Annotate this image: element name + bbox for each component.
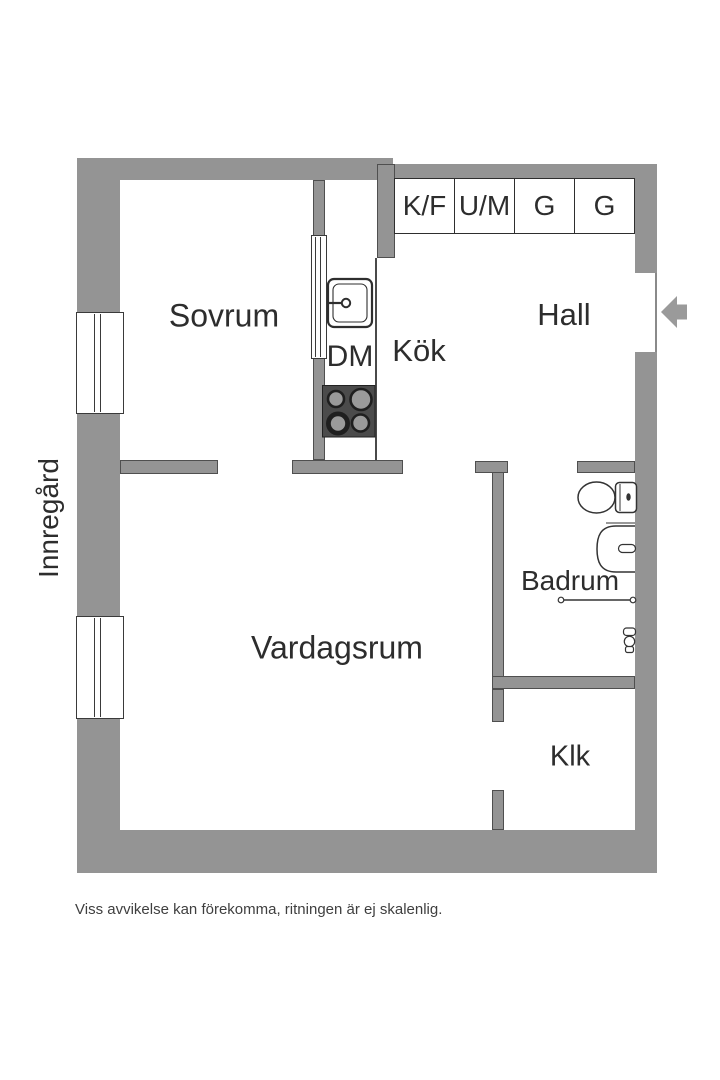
shower-mixer-icon xyxy=(622,627,637,654)
wall-badrum-klk xyxy=(492,676,635,689)
wall-right-lower xyxy=(635,352,657,873)
window-2 xyxy=(76,616,124,719)
wall-klk-stub-upper xyxy=(492,689,504,722)
closet-label: G xyxy=(533,190,556,221)
closet-cell-g1: G xyxy=(515,179,575,233)
stove-icon xyxy=(322,385,376,438)
entry-threshold-line xyxy=(655,273,657,352)
kitchen-sink-icon xyxy=(326,277,374,329)
wall-sovrum-kok-lower xyxy=(313,358,325,460)
wall-sovrum-vardagsrum-left xyxy=(120,460,218,474)
toilet-icon xyxy=(577,481,638,514)
window-1 xyxy=(76,312,124,414)
closet-label: K/F xyxy=(402,190,447,221)
wall-vardagsrum-badrum xyxy=(492,472,504,680)
closet-label: U/M xyxy=(458,190,511,221)
wall-left-middle xyxy=(77,413,120,617)
wall-right-upper xyxy=(635,164,657,273)
closet-cell-g2: G xyxy=(575,179,634,233)
closet-cell-kf: K/F xyxy=(395,179,455,233)
room-label-dm: DM xyxy=(326,340,374,373)
wall-hall-badrum xyxy=(577,461,635,473)
wardrobe-row: K/F U/M G G xyxy=(394,178,635,234)
wall-kok-closet-nib xyxy=(377,164,395,258)
disclaimer-text: Viss avvikelse kan förekomma, ritningen … xyxy=(75,901,443,918)
wall-left-upper xyxy=(77,158,120,313)
window-glass xyxy=(94,314,101,412)
room-label-badrum: Badrum xyxy=(520,565,620,596)
window-glass xyxy=(315,237,321,357)
window-glass xyxy=(94,618,101,717)
room-label-klk: Klk xyxy=(549,740,591,773)
wall-sovrum-kok-upper xyxy=(313,180,325,237)
wall-hall-vardagsrum-cap xyxy=(475,461,508,473)
room-label-hall: Hall xyxy=(537,297,591,332)
entry-arrow-icon xyxy=(661,296,687,328)
wall-klk-stub-lower xyxy=(492,790,504,830)
wall-bottom xyxy=(77,830,657,873)
wall-sovrum-vardagsrum-right xyxy=(292,460,403,474)
shower-rod-icon xyxy=(557,596,637,604)
interior-window-kok xyxy=(311,235,327,359)
room-label-sovrum: Sovrum xyxy=(168,297,280,334)
room-label-vardagsrum: Vardagsrum xyxy=(251,629,423,666)
wall-top-left xyxy=(77,158,393,180)
room-label-kok: Kök xyxy=(392,333,446,368)
closet-label: G xyxy=(593,190,616,221)
kitchen-counter-edge xyxy=(375,258,377,460)
courtyard-label: Innregård xyxy=(33,458,64,578)
closet-cell-um: U/M xyxy=(455,179,515,233)
wall-top-right xyxy=(393,164,657,180)
